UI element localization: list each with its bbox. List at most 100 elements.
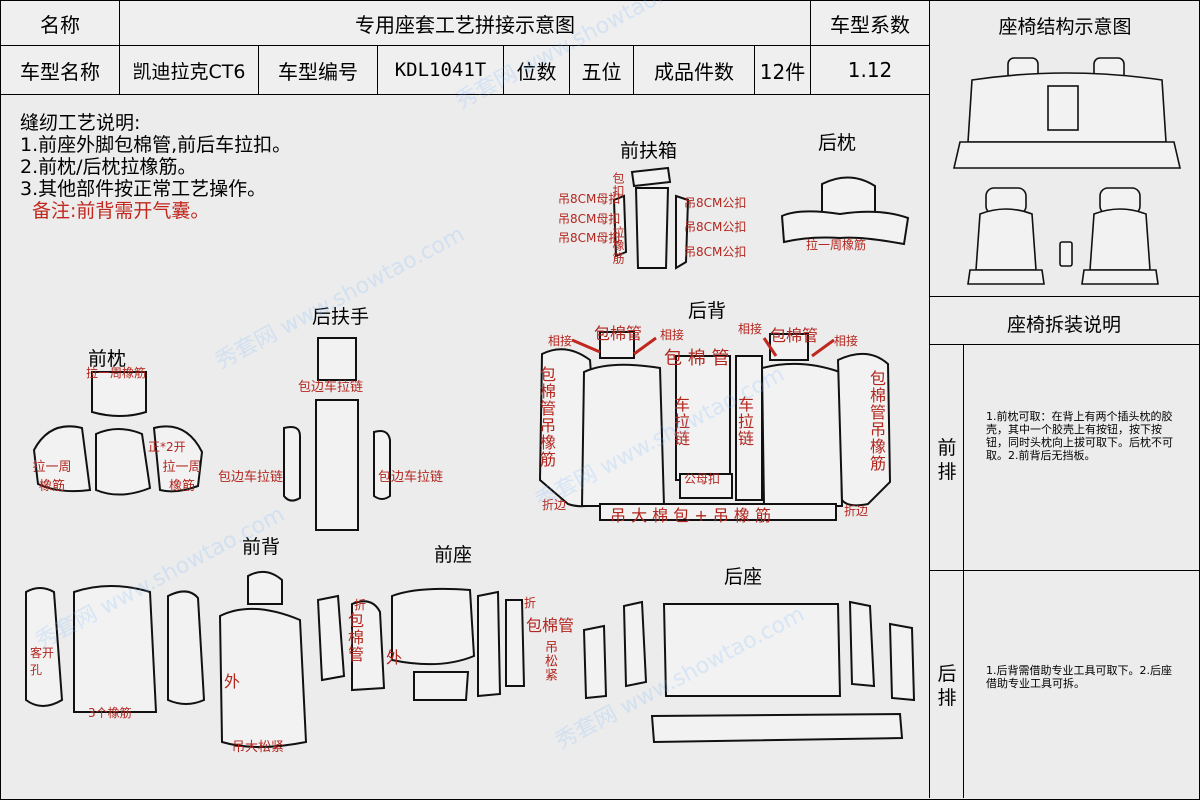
divider <box>929 344 1199 345</box>
annotation: 包扣 <box>611 172 625 198</box>
rear-row-text: 1.后背需借助专业工具可取下。2.后座借助专业工具可拆。 <box>986 664 1172 690</box>
section-front-back: 前背 <box>242 536 281 558</box>
model-name: 凯迪拉克CT6 <box>119 45 259 95</box>
front-seat-piece <box>316 594 346 682</box>
annotation: 吊8CM母扣 <box>558 192 621 206</box>
seat-structure-diagram <box>952 57 1182 285</box>
notes-item: 2.前枕/后枕拉橡筋。 <box>20 156 197 178</box>
annotation: 外 <box>386 648 403 667</box>
rear-headrest-piece <box>780 210 910 246</box>
annotation: 折边 <box>542 498 567 512</box>
rear-armrest-piece <box>373 430 391 500</box>
rear-back-piece <box>769 333 809 361</box>
model-no: KDL1041T <box>377 45 504 95</box>
join-arrow <box>762 337 778 357</box>
front-seat-piece <box>413 671 470 701</box>
rear-seat-piece <box>650 712 904 744</box>
annotation: 相接 <box>548 334 573 348</box>
notes-item: 3.其他部件按正常工艺操作。 <box>20 178 267 200</box>
front-back-piece <box>167 590 206 705</box>
rear-armrest-piece <box>317 337 357 381</box>
annotation: 吊 大 棉 包 + 吊 橡 筋 <box>610 506 772 525</box>
seats-label: 位数 <box>503 45 570 95</box>
front-back-piece <box>25 587 64 707</box>
rear-back-piece <box>760 362 844 507</box>
annotation: 包边车拉链 <box>298 380 364 395</box>
disassembly-title: 座椅拆装说明 <box>1006 314 1121 336</box>
pieces-value: 12件 <box>754 45 811 95</box>
annotation: 相接 <box>738 322 763 336</box>
annotation: 包棉管 <box>770 326 819 345</box>
front-back-piece <box>247 570 283 605</box>
annotation: 客开孔 <box>30 646 55 677</box>
annotation: 吊8CM母扣 <box>558 231 621 245</box>
notes-remark: 备注:前背需开气囊。 <box>32 200 210 222</box>
annotation: 拉一周橡筋 <box>32 460 72 494</box>
armrest-piece <box>634 187 670 269</box>
coef-label: 车型系数 <box>810 0 930 46</box>
front-seat-piece <box>505 599 526 687</box>
front-row-label: 前排 <box>930 436 964 484</box>
section-front-armrest: 前扶箱 <box>620 140 678 162</box>
rear-back-piece <box>580 363 666 507</box>
rear-seat-piece <box>888 622 916 702</box>
section-rear-headrest: 后枕 <box>818 132 857 154</box>
section-front-headrest: 前枕 <box>88 348 127 370</box>
rear-back-piece <box>836 353 892 507</box>
section-rear-seat: 后座 <box>724 566 763 588</box>
front-headrest-piece <box>95 428 152 496</box>
front-row-text: 1.前枕可取：在背上有两个插头枕的胶壳，其中一个胶壳上有按钮，按下按钮，同时头枕… <box>986 410 1173 462</box>
section-front-seat: 前座 <box>434 544 473 566</box>
annotation: 吊8CM公扣 <box>684 196 747 210</box>
armrest-piece <box>612 194 628 258</box>
sewing-notes: 缝纫工艺说明: 1.前座外脚包棉管,前后车拉扣。 2.前枕/后枕拉橡筋。 3.其… <box>20 112 291 222</box>
annotation: 包 棉 管 <box>664 348 730 369</box>
annotation: 相接 <box>660 328 685 342</box>
annotation: 折边 <box>844 504 869 518</box>
annotation: 包棉管 <box>594 324 643 343</box>
rear-back-piece <box>735 355 763 501</box>
coef-value: 1.12 <box>810 45 930 95</box>
pattern-pieces <box>25 166 916 748</box>
annotation: 包棉管吊橡筋 <box>867 370 886 472</box>
rear-armrest-piece <box>283 426 301 502</box>
front-back-piece <box>73 585 158 713</box>
annotation: 吊8CM母扣 <box>558 212 621 226</box>
annotation: 3个橡筋 <box>88 706 132 720</box>
section-rear-armrest: 后扶手 <box>312 306 370 328</box>
notes-title: 缝纫工艺说明: <box>20 112 141 134</box>
rear-seat-piece <box>622 600 648 688</box>
right-panel: 座椅结构示意图 <box>929 0 1200 798</box>
rear-back-piece <box>599 331 635 359</box>
annotation: 吊松紧 <box>542 640 557 682</box>
rear-back-piece <box>599 503 837 521</box>
rear-armrest-piece <box>315 399 359 531</box>
annotation: 公母扣 <box>684 472 721 486</box>
notes-item: 1.前座外脚包棉管,前后车拉扣。 <box>20 134 292 156</box>
divider <box>963 344 964 798</box>
armrest-piece <box>630 166 672 188</box>
rear-seat-piece <box>582 624 608 700</box>
section-rear-back: 后背 <box>688 300 727 322</box>
front-back-piece <box>218 607 308 748</box>
front-headrest-piece <box>152 425 204 493</box>
rear-back-piece <box>679 473 733 499</box>
rear-seat-piece <box>662 603 842 697</box>
annotation: 车拉链 <box>735 396 754 447</box>
join-arrow <box>633 336 657 356</box>
struct-title: 座椅结构示意图 <box>998 16 1132 38</box>
annotation: 包边车拉链 <box>218 470 284 485</box>
seats-value: 五位 <box>569 45 634 95</box>
annotation: 包棉管 <box>526 616 575 635</box>
annotation: 折 <box>524 596 537 610</box>
front-headrest-piece <box>91 371 147 417</box>
model-name-label: 车型名称 <box>0 45 120 95</box>
model-no-label: 车型编号 <box>258 45 378 95</box>
annotation: 拉橡筋 <box>611 226 625 265</box>
annotation: 拉一周橡筋 <box>86 366 147 380</box>
join-arrow <box>571 338 601 354</box>
rear-row-label: 后排 <box>930 662 964 710</box>
front-seat-piece <box>477 590 502 698</box>
join-arrow <box>811 338 835 358</box>
front-row-label-text: 前排 <box>937 437 957 483</box>
